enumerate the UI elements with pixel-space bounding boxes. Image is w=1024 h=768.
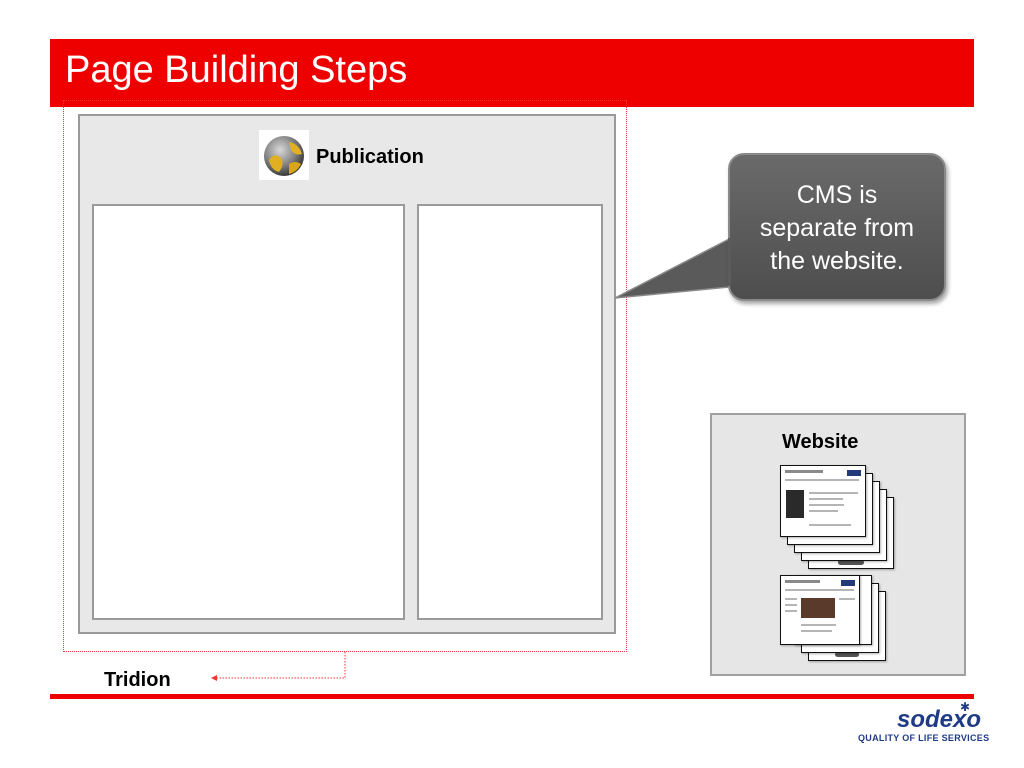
callout-text: CMS is separate from the website. <box>759 181 915 275</box>
footer-rule <box>50 694 974 699</box>
tridion-boundary <box>63 100 627 652</box>
star-icon: ✱ <box>960 700 971 714</box>
website-label: Website <box>782 431 859 453</box>
sodexo-logo: sodexo <box>897 706 982 733</box>
publication-label: Publication <box>316 146 424 168</box>
publication-panel-main <box>92 204 405 620</box>
tridion-label: Tridion <box>104 669 171 691</box>
page-title: Page Building Steps <box>65 49 408 91</box>
globe-icon <box>259 130 309 180</box>
web-page-thumbnail <box>780 575 860 645</box>
title-bar: Page Building Steps <box>50 39 974 107</box>
logo-tagline: QUALITY OF LIFE SERVICES <box>858 733 990 743</box>
callout-bubble: CMS is separate from the website. <box>728 153 946 301</box>
web-page-thumbnail <box>780 465 866 537</box>
publication-panel-side <box>417 204 603 620</box>
